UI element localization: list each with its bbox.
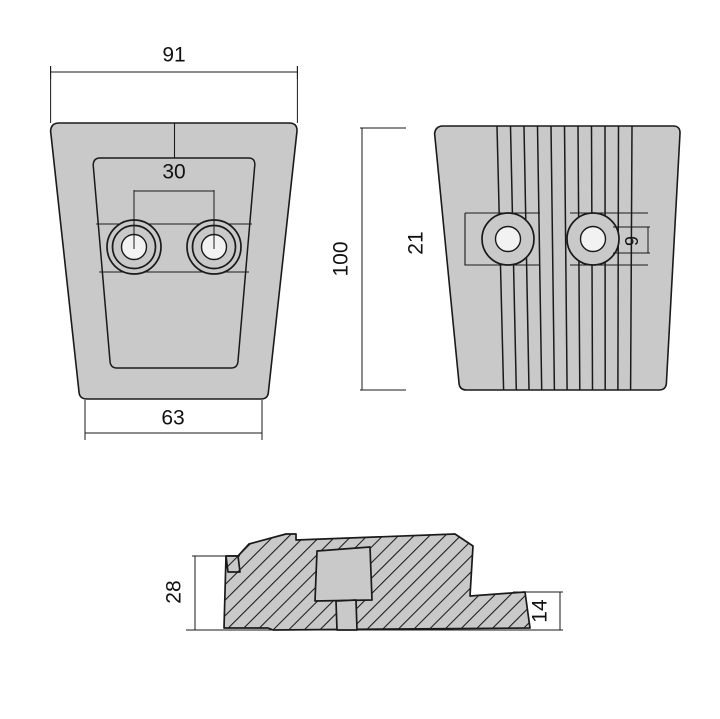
side-bolt-hole-left	[481, 212, 535, 266]
dimension-9: 9	[613, 226, 650, 254]
side-view-group: 100 21 9	[330, 125, 681, 391]
side-outer-body	[433, 125, 681, 391]
section-stud-shank	[335, 599, 358, 631]
side-boss-left	[464, 213, 540, 266]
dimension-14: 14	[513, 591, 563, 631]
dimension-100: 100	[330, 127, 406, 391]
dim-21-label: 21	[405, 231, 428, 254]
section-view-group: 28 14	[163, 533, 563, 631]
dim-63-label: 63	[161, 407, 184, 430]
dim-28-label: 28	[163, 580, 186, 603]
dim-14-label: 14	[529, 599, 552, 623]
dimension-91: 91	[50, 44, 298, 123]
section-step-notch	[225, 555, 241, 573]
section-stud-head	[314, 546, 373, 602]
dim-9-label: 9	[622, 236, 642, 246]
dimension-30: 30	[133, 161, 215, 249]
dim-91-label: 91	[162, 44, 185, 67]
dim-30-label: 30	[162, 161, 185, 184]
dimension-21: 21	[405, 231, 428, 254]
dim-100-label: 100	[330, 241, 353, 276]
front-view-group: 91 30 63	[49, 44, 298, 440]
dimension-63: 63	[84, 400, 263, 440]
side-bolt-hole-right	[566, 212, 620, 266]
section-hatched-body	[223, 533, 531, 631]
dimension-28: 28	[163, 555, 240, 631]
